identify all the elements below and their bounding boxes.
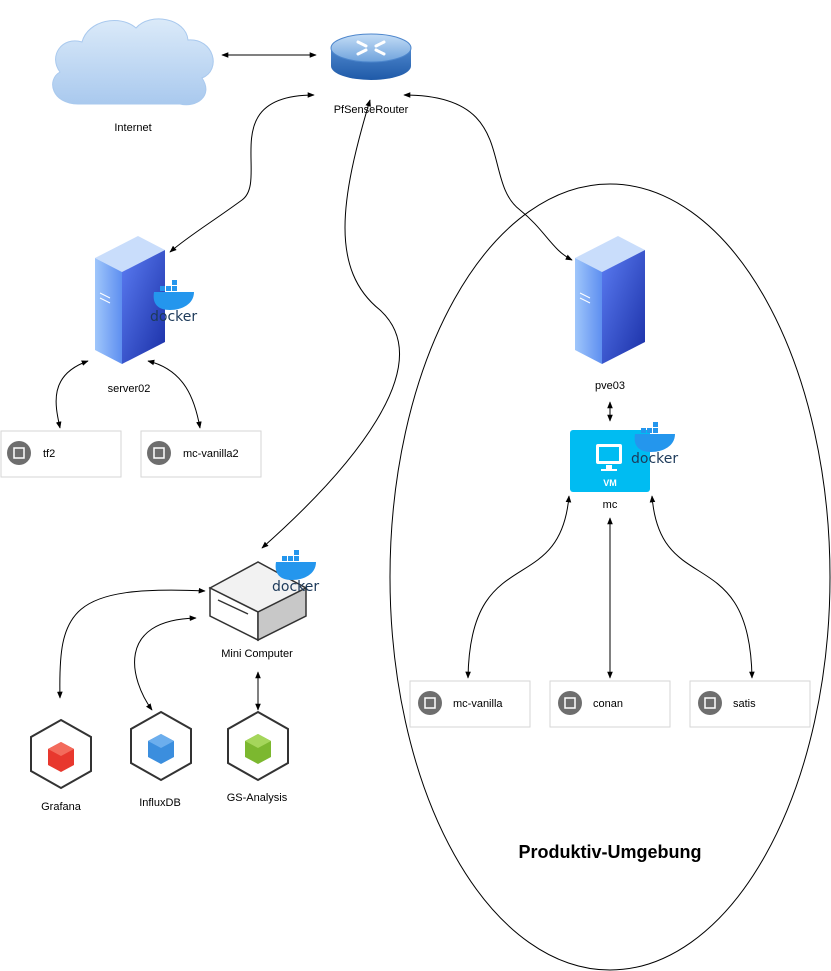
docker-icon: docker — [631, 422, 678, 467]
edge-server02-mcvanilla2 — [147, 359, 202, 429]
chip-icon — [558, 691, 582, 715]
chip-icon — [418, 691, 442, 715]
service-box-tf2[interactable]: tf2 — [0, 430, 122, 478]
edge-mc-satis — [649, 495, 755, 679]
server02-label: server02 — [108, 383, 151, 395]
edge-mc-mcvanilla — [465, 495, 572, 679]
svg-text:docker: docker — [272, 579, 319, 595]
influxdb-cube-icon[interactable] — [130, 710, 192, 782]
svg-text:mc-vanilla: mc-vanilla — [453, 698, 503, 710]
svg-text:satis: satis — [733, 698, 756, 710]
production-zone-title: Produktiv-Umgebung — [519, 842, 702, 862]
influxdb-label: InfluxDB — [139, 797, 181, 809]
chip-icon — [698, 691, 722, 715]
pve03-label: pve03 — [595, 380, 625, 392]
service-box-mc-vanilla[interactable]: mc-vanilla — [409, 680, 531, 728]
router-label: PfSenseRouter — [334, 104, 409, 116]
server02-icon[interactable] — [95, 236, 165, 364]
docker-icon: docker — [272, 550, 319, 595]
grafana-label: Grafana — [41, 801, 82, 813]
chip-icon — [147, 441, 171, 465]
edge-minicomputer-grafana — [57, 587, 206, 699]
service-box-conan[interactable]: conan — [549, 680, 671, 728]
svg-text:docker: docker — [631, 451, 678, 467]
gs-analysis-label: GS-Analysis — [227, 792, 288, 804]
svg-text:docker: docker — [150, 309, 197, 325]
chip-icon — [7, 441, 31, 465]
edge-router-server02 — [169, 92, 315, 253]
pve03-icon[interactable] — [575, 236, 645, 364]
edge-server02-tf2 — [55, 360, 89, 429]
mini-computer-label: Mini Computer — [221, 648, 293, 660]
internet-cloud-icon[interactable] — [52, 18, 214, 106]
edge-minicomputer-influxdb — [134, 615, 197, 711]
grafana-cube-icon[interactable] — [30, 718, 92, 790]
mini-computer-icon[interactable] — [208, 561, 308, 642]
svg-text:VM: VM — [603, 478, 617, 488]
service-box-mc-vanilla2[interactable]: mc-vanilla2 — [140, 430, 262, 478]
gs-analysis-cube-icon[interactable] — [227, 710, 289, 782]
production-zone-ellipse — [389, 183, 831, 971]
docker-icon: docker — [150, 280, 197, 325]
svg-text:tf2: tf2 — [43, 448, 55, 460]
mc-label: mc — [603, 499, 618, 511]
mc-vm-icon[interactable]: VM — [570, 430, 650, 492]
service-box-satis[interactable]: satis — [689, 680, 811, 728]
internet-label: Internet — [114, 122, 151, 134]
svg-text:mc-vanilla2: mc-vanilla2 — [183, 448, 239, 460]
edge-router-pve03 — [403, 92, 573, 261]
svg-text:conan: conan — [593, 698, 623, 710]
router-icon[interactable] — [330, 33, 412, 80]
edge-router-minicomputer — [261, 99, 400, 549]
